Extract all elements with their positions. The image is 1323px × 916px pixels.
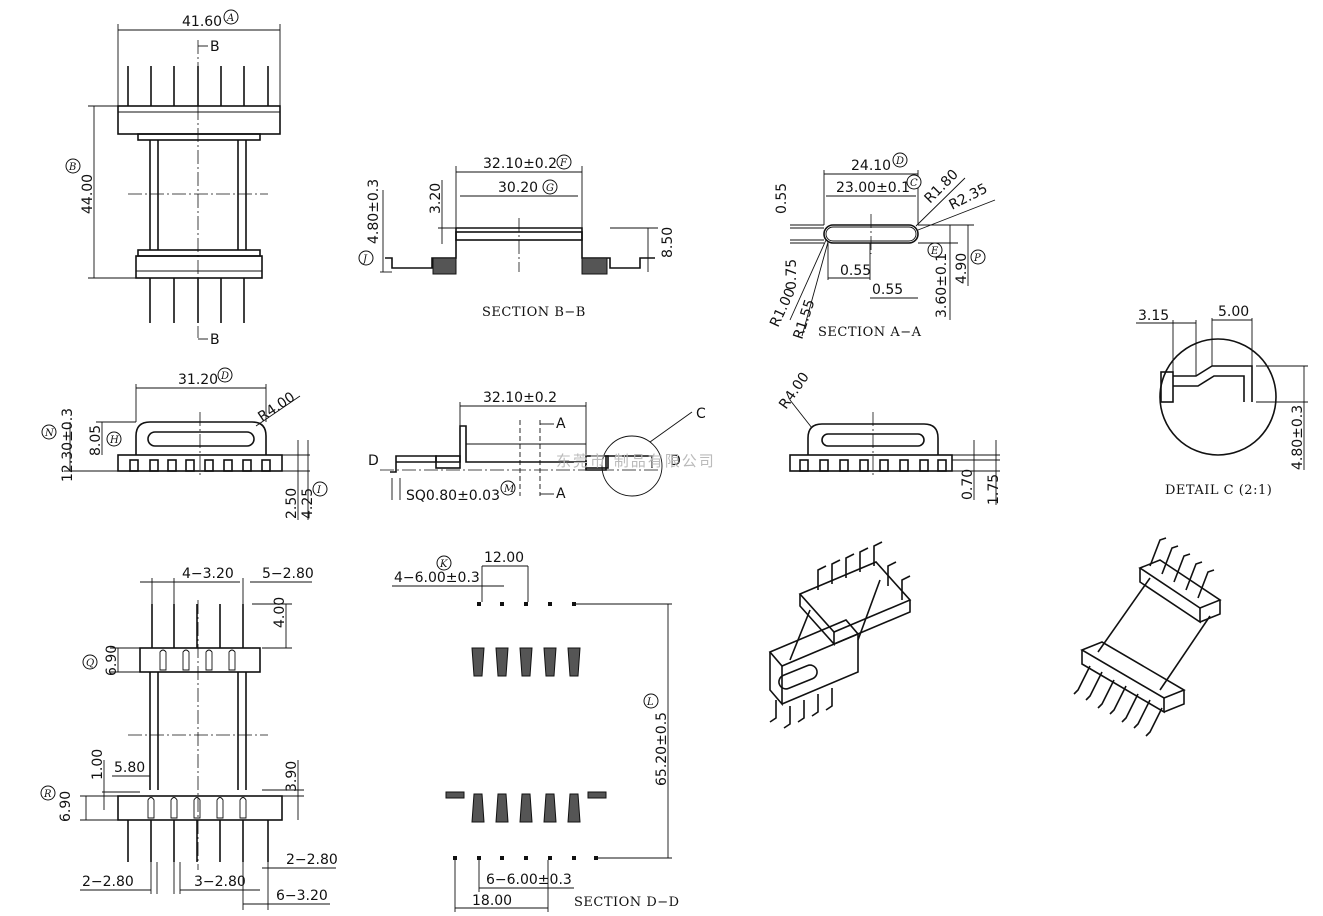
- section-bb-label: SECTION B−B: [482, 305, 586, 320]
- dim-front-height: 44.00: [80, 174, 96, 214]
- dim-bot-390: 3.90: [284, 761, 300, 792]
- dim-aa-2300: 23.00±0.1: [836, 180, 910, 196]
- isometric-view-2: [1073, 537, 1222, 737]
- callout-b: B: [68, 162, 76, 173]
- dim-aa-055-bot: 0.55: [872, 282, 903, 298]
- callout-g: G: [546, 183, 554, 194]
- dim-aa-490: 4.90: [954, 253, 970, 284]
- section-dd-label: SECTION D−D: [574, 895, 680, 910]
- dim-bot-580: 5.80: [114, 760, 145, 776]
- detail-c-pointer: C: [696, 406, 706, 422]
- dim-side-sq: SQ0.80±0.03: [406, 488, 500, 504]
- dim-aa-075: 0.75: [784, 259, 800, 290]
- callout-a: A: [226, 13, 234, 24]
- dim-bb-480: 4.80±0.3: [366, 179, 382, 244]
- dim-rs-070: 0.70: [960, 469, 976, 500]
- section-mark-b-bottom: B: [210, 332, 220, 348]
- dim-bot-3-280: 3−2.80: [194, 874, 246, 890]
- dim-dd-1200: 12.00: [484, 550, 524, 566]
- section-mark-d-left: D: [368, 453, 379, 469]
- callout-d2: D: [220, 371, 229, 382]
- callout-c: C: [910, 178, 918, 189]
- dim-bot-690-top: 6.90: [104, 645, 120, 676]
- section-mark-d-right: D: [670, 453, 681, 469]
- callout-q: Q: [86, 658, 94, 669]
- dim-dc-315: 3.15: [1138, 308, 1169, 324]
- dim-dc-500: 5.00: [1218, 304, 1249, 320]
- dim-front-width: 41.60: [182, 14, 222, 30]
- dim-bb-850: 8.50: [660, 227, 676, 258]
- dim-dd-6-600: 6−6.00±0.3: [486, 872, 572, 888]
- dim-dd-6520: 65.20±0.5: [654, 712, 670, 786]
- dim-aa-360: 3.60±0.1: [934, 253, 950, 318]
- dim-bb-top-width: 32.10±0.2: [483, 156, 557, 172]
- dim-top-425: 4.25: [300, 488, 316, 519]
- dim-bot-690-bot: 6.90: [58, 791, 74, 822]
- right-side-view: R4.00 0.70 1.75: [776, 370, 1002, 505]
- callout-j: J: [361, 254, 368, 265]
- dim-bot-5-280: 5−2.80: [262, 566, 314, 582]
- callout-k: K: [439, 559, 448, 570]
- dim-top-3120: 31.20: [178, 372, 218, 388]
- section-aa: 24.10 D 23.00±0.1 C R1.80 R2.35 0.55 0.7…: [767, 152, 996, 341]
- detail-c: 3.15 5.00 4.80±0.3 DETAIL C (2:1): [1136, 304, 1308, 498]
- detail-c-label: DETAIL C (2:1): [1165, 483, 1272, 498]
- front-view: B B 41.60 A 44.00 B: [65, 9, 281, 348]
- callout-i: I: [316, 485, 322, 496]
- side-view: 32.10±0.2 A A D D SQ0.80±0.03 M C: [368, 390, 706, 504]
- dim-aa-055-top: 0.55: [774, 183, 790, 214]
- dim-top-r400: R4.00: [255, 389, 298, 425]
- bottom-view: 4−3.20 5−2.80 4.00 6.90 Q 1.00 5.80 3.90…: [40, 566, 338, 910]
- dim-bot-100: 1.00: [90, 749, 106, 780]
- section-mark-b-top: B: [210, 39, 220, 55]
- callout-m: M: [503, 484, 515, 495]
- dim-side-3210: 32.10±0.2: [483, 390, 557, 406]
- dim-aa-r155: R1.55: [791, 297, 819, 341]
- section-dd: 12.00 4−6.00±0.3 K 65.20±0.5 L 6−6.00±0.…: [392, 550, 680, 912]
- callout-f: F: [559, 158, 568, 169]
- dim-top-1230: 12.30±0.3: [60, 408, 76, 482]
- section-mark-a-top: A: [556, 416, 566, 432]
- dim-bot-2-280-left: 2−2.80: [82, 874, 134, 890]
- section-mark-a-bottom: A: [556, 486, 566, 502]
- dim-bot-400: 4.00: [272, 597, 288, 628]
- dim-bot-2-280-right: 2−2.80: [286, 852, 338, 868]
- dim-rs-175: 1.75: [986, 474, 1002, 505]
- callout-h: H: [109, 435, 119, 446]
- callout-l: L: [646, 697, 654, 708]
- dim-dd-4-600: 4−6.00±0.3: [394, 570, 480, 586]
- dim-dd-1800: 18.00: [472, 893, 512, 909]
- dim-dc-480: 4.80±0.3: [1290, 405, 1306, 470]
- section-aa-label: SECTION A−A: [818, 325, 922, 340]
- dim-top-805: 8.05: [88, 425, 104, 456]
- callout-e: E: [930, 246, 939, 257]
- section-bb: 32.10±0.2 F 30.20 G 3.20 4.80±0.3 J 8.50…: [358, 154, 676, 320]
- callout-d: D: [895, 156, 904, 167]
- dim-bb-inner: 30.20: [498, 180, 538, 196]
- dim-bb-320: 3.20: [428, 183, 444, 214]
- isometric-view-1: [768, 541, 912, 729]
- dim-aa-2410: 24.10: [851, 158, 891, 174]
- callout-r: R: [43, 789, 52, 800]
- callout-n: N: [44, 428, 55, 439]
- dim-aa-055-mid: 0.55: [840, 263, 871, 279]
- top-view: 31.20 D R4.00 8.05 H 12.30±0.3 N 2.50 4.…: [41, 367, 328, 520]
- watermark: 东莞市 制品有限公司: [556, 452, 716, 470]
- dim-bot-4-320: 4−3.20: [182, 566, 234, 582]
- dim-bot-6-320: 6−3.20: [276, 888, 328, 904]
- callout-p: P: [973, 253, 981, 264]
- dim-top-250: 2.50: [284, 488, 300, 519]
